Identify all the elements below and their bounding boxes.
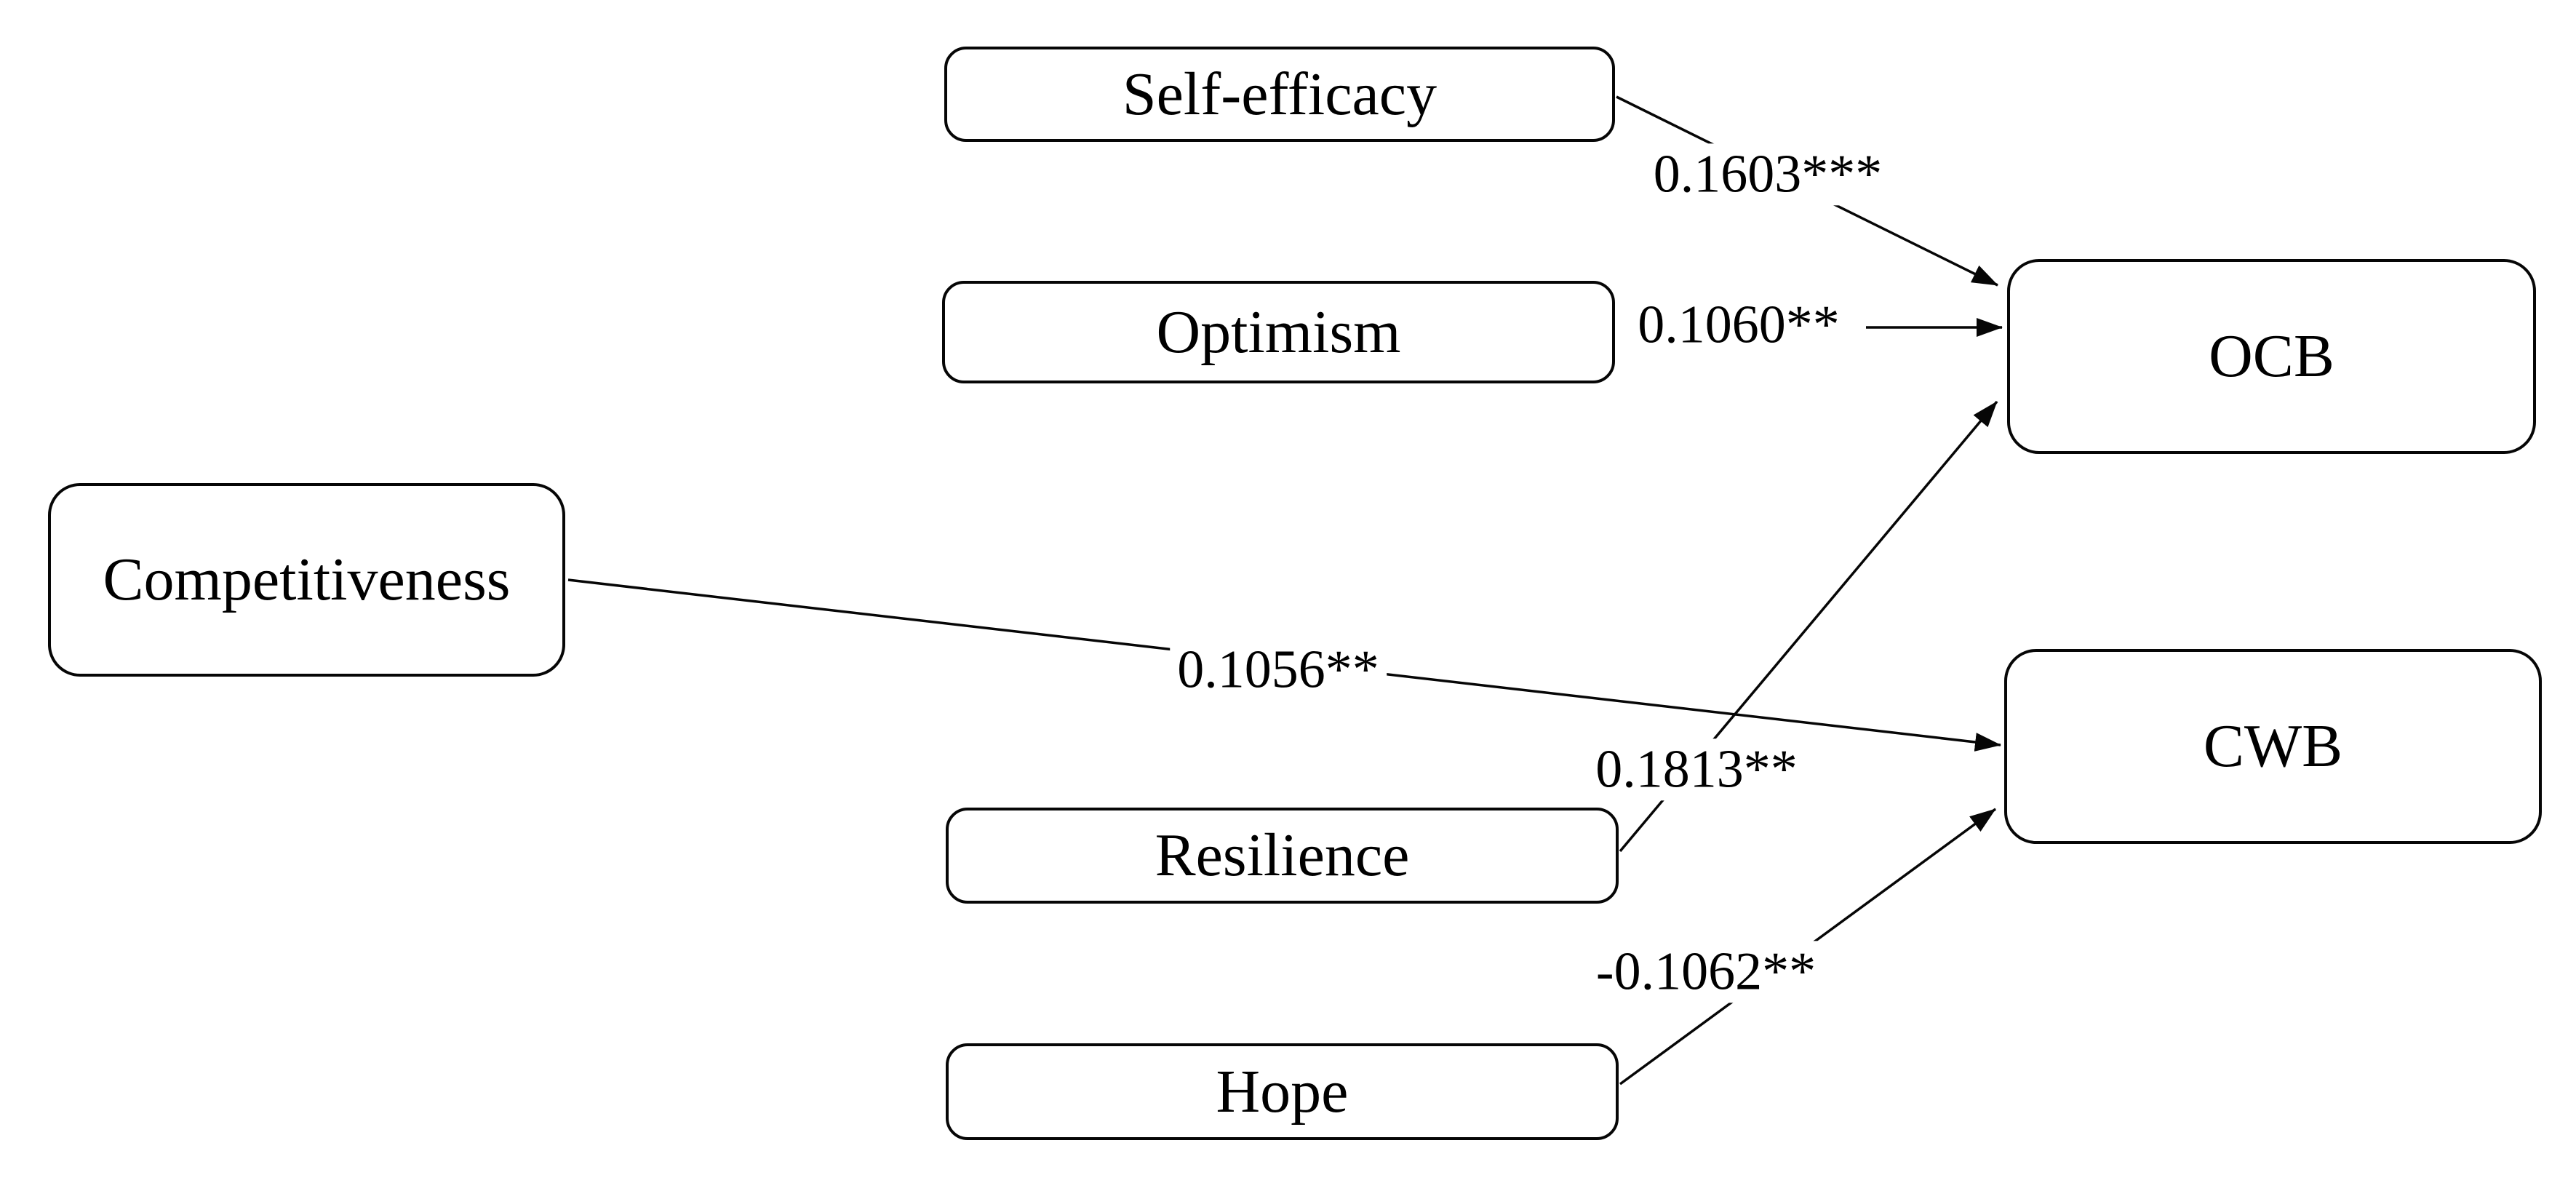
- edge-label-self-efficacy-ocb: 0.1603***: [1646, 143, 1890, 206]
- node-box-ocb: OCB: [2007, 259, 2536, 454]
- edge-label-optimism-ocb: 0.1060**: [1630, 294, 1847, 357]
- node-label-hope: Hope: [1216, 1057, 1349, 1126]
- node-label-optimism: Optimism: [1156, 298, 1401, 366]
- node-label-competitiveness: Competitiveness: [103, 546, 511, 613]
- edge-label-resilience-ocb: 0.1813**: [1588, 738, 1805, 801]
- edge-label-competitiveness-cwb: 0.1056**: [1170, 639, 1387, 701]
- edge-label-hope-cwb: -0.1062**: [1588, 941, 1824, 1003]
- node-label-cwb: CWB: [2203, 712, 2343, 780]
- node-box-competitiveness: Competitiveness: [48, 483, 565, 677]
- node-box-cwb: CWB: [2004, 649, 2542, 844]
- node-box-hope: Hope: [946, 1043, 1619, 1140]
- node-label-resilience: Resilience: [1155, 821, 1410, 889]
- node-label-ocb: OCB: [2209, 322, 2334, 390]
- node-box-self-efficacy: Self-efficacy: [944, 47, 1615, 142]
- node-box-resilience: Resilience: [946, 808, 1619, 904]
- node-label-self-efficacy: Self-efficacy: [1122, 60, 1437, 128]
- node-box-optimism: Optimism: [942, 281, 1615, 383]
